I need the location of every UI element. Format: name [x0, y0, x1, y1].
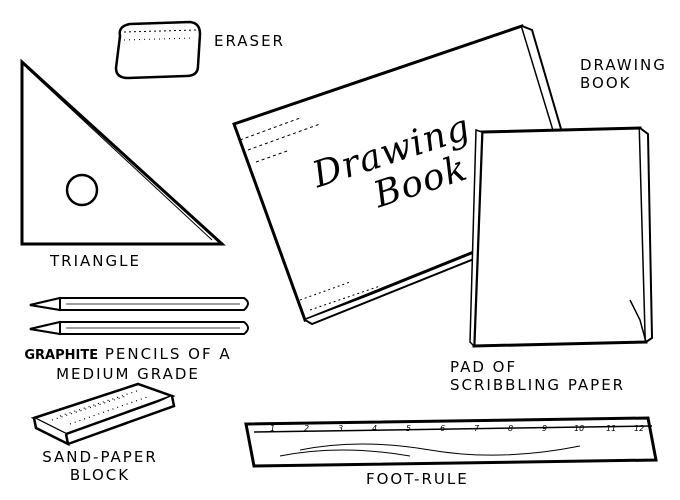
ruler-mark: 1 [270, 424, 276, 433]
ruler-mark: 7 [474, 424, 480, 433]
pencils-label-rest: PENCILS OF A [104, 345, 232, 363]
pencils-illustration [29, 296, 249, 336]
ruler-mark: 3 [338, 424, 344, 433]
pad-label: PAD OF SCRIBBLING PAPER [450, 358, 625, 394]
eraser-label: ERASER [214, 32, 285, 50]
pencils-label-line-1: GRAPHITE PENCILS OF A [4, 345, 252, 365]
triangle-illustration [20, 58, 226, 246]
ruler-mark: 11 [606, 424, 617, 433]
pencils-label-graphite: GRAPHITE [24, 348, 99, 363]
ruler-mark: 12 [634, 424, 645, 433]
pad-label-line-2: SCRIBBLING PAPER [450, 376, 626, 394]
ruler-mark: 5 [406, 424, 412, 433]
sandpaper-label: SAND-PAPER BLOCK [20, 448, 180, 484]
triangle-label: TRIANGLE [50, 252, 141, 270]
ruler-mark: 4 [372, 424, 378, 433]
pad-label-line-1: PAD OF [450, 358, 518, 376]
eraser-illustration [114, 20, 202, 80]
foot-rule-illustration [244, 416, 658, 468]
sandpaper-label-line-2: BLOCK [69, 466, 131, 484]
ruler-mark: 2 [304, 424, 310, 433]
pencils-label-line-2: MEDIUM GRADE [56, 365, 200, 383]
drawing-book-label: DRAWING BOOK [580, 56, 667, 92]
ruler-mark: 8 [508, 424, 514, 433]
ruler-mark: 6 [440, 424, 446, 433]
ruler-mark: 9 [542, 424, 548, 433]
sandpaper-block-illustration [30, 382, 176, 447]
pencils-label: GRAPHITE PENCILS OF A MEDIUM GRADE [4, 345, 252, 383]
foot-rule-label: FOOT-RULE [366, 470, 469, 488]
sandpaper-label-line-1: SAND-PAPER [42, 448, 158, 466]
drawing-book-label-line-1: DRAWING [580, 56, 667, 74]
drawing-book-label-line-2: BOOK [580, 74, 632, 92]
scribbling-pad-illustration [469, 126, 654, 348]
ruler-mark: 10 [574, 424, 585, 433]
